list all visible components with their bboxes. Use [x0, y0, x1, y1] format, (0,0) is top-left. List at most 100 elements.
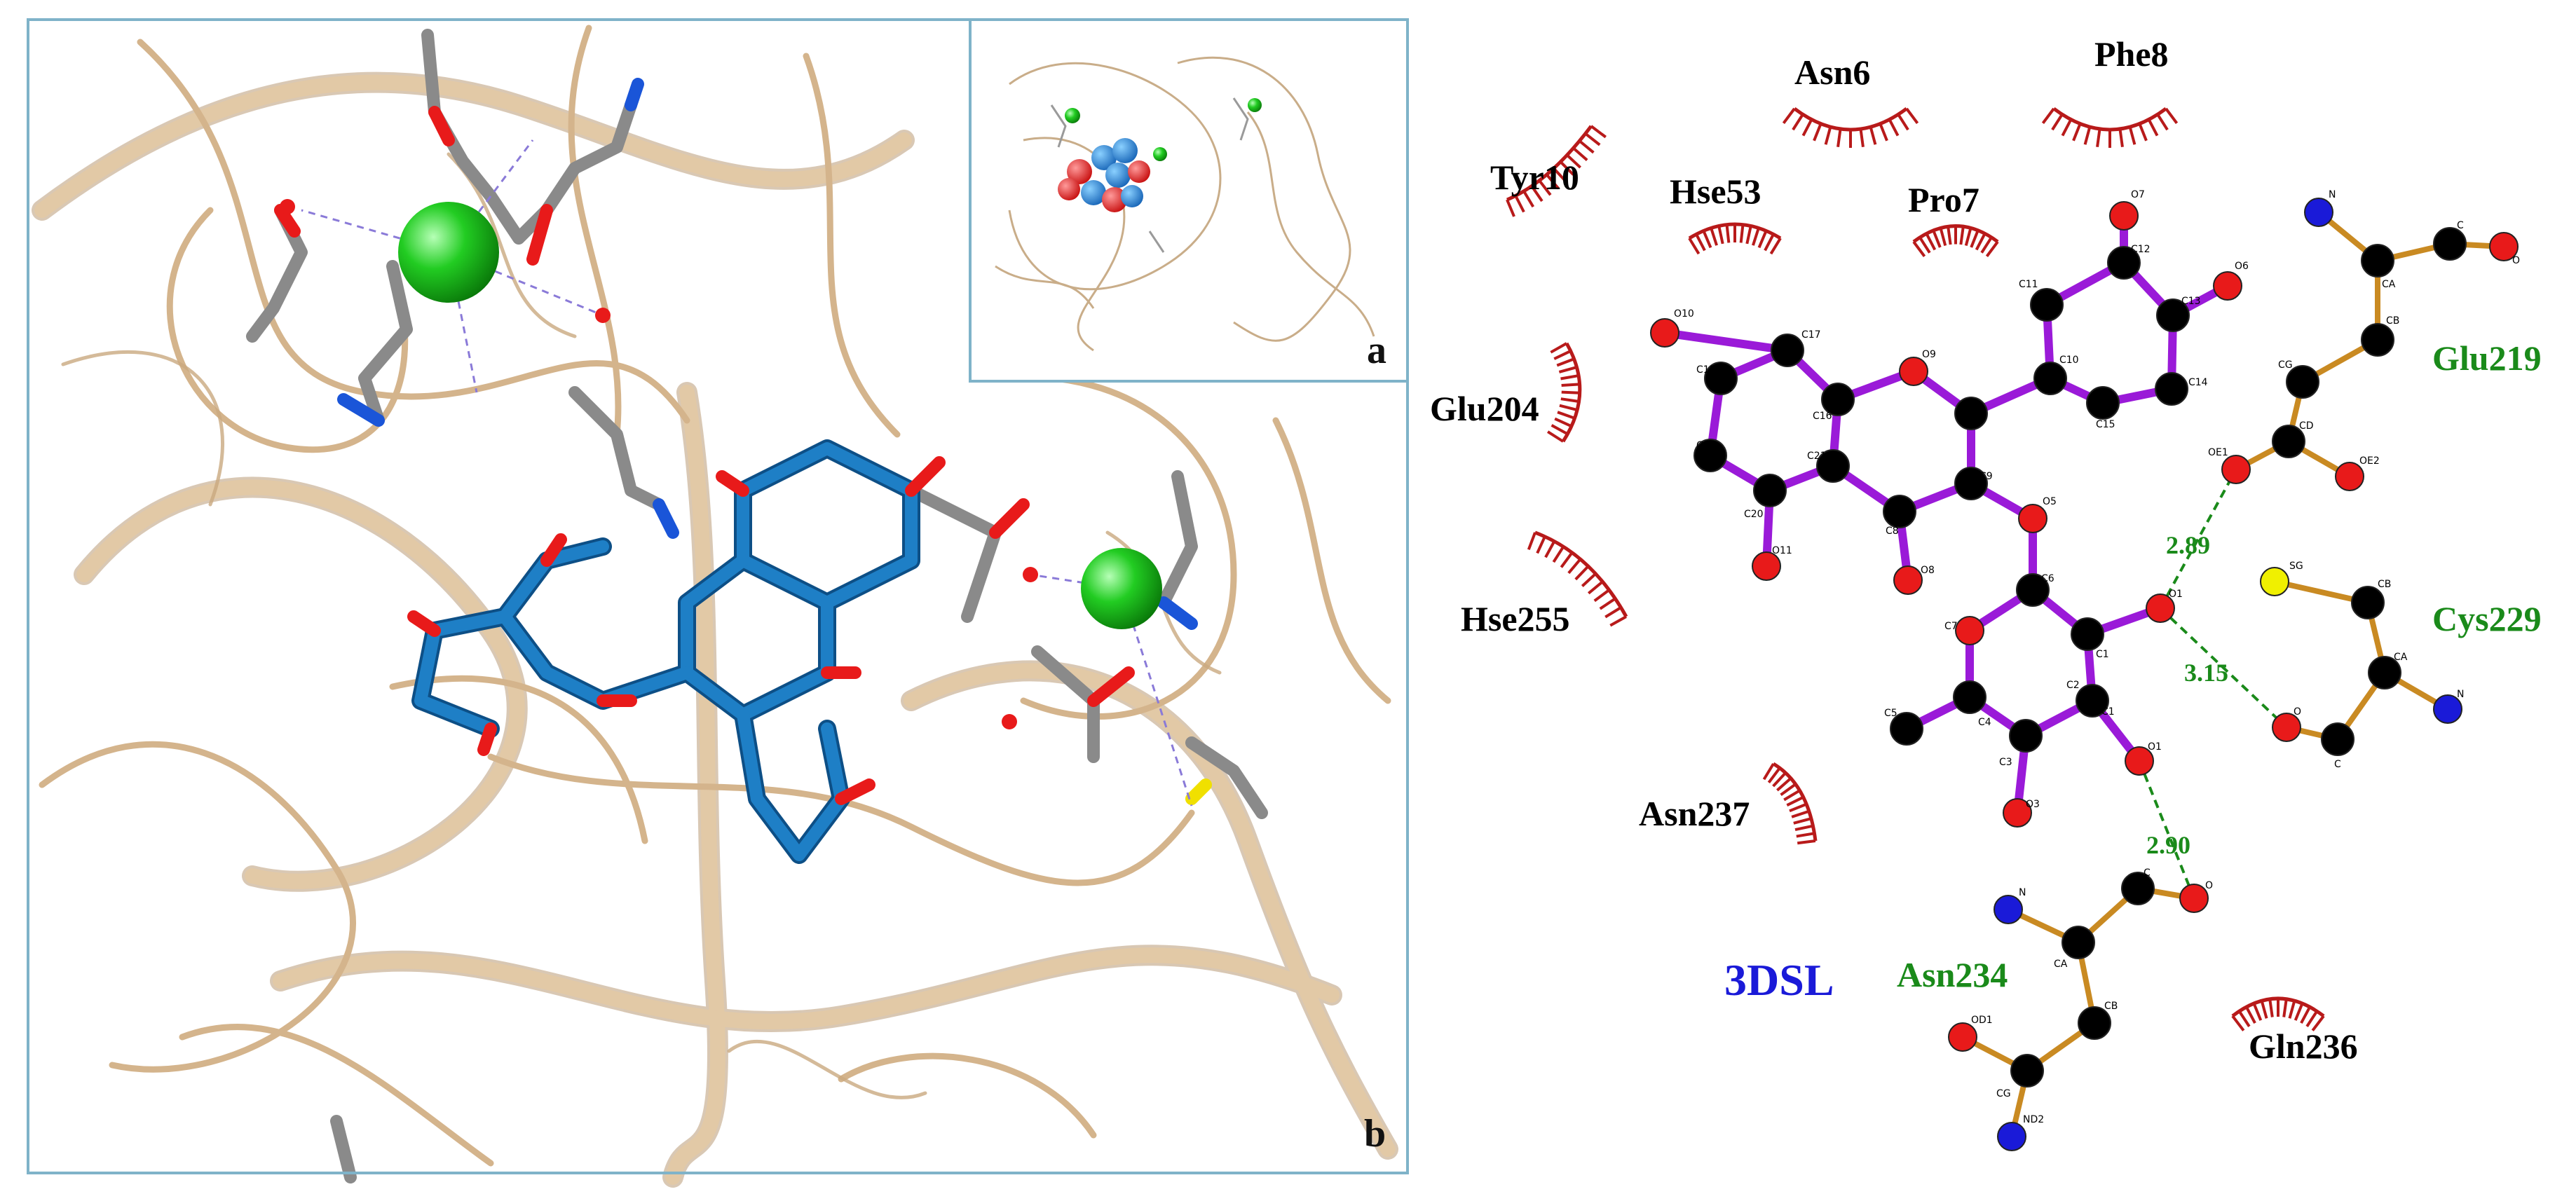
hydrophobic-spoke — [2118, 128, 2124, 148]
hydrophobic-spoke — [2072, 123, 2082, 142]
hydrophobic-spoke — [1550, 342, 1567, 354]
atom-label: O11 — [1772, 545, 1792, 556]
hydrophobic-spoke — [1919, 236, 1931, 254]
atom-label: O — [2294, 706, 2301, 718]
hydrophobic-spoke — [1546, 173, 1560, 190]
hydrophobic-spoke — [1757, 230, 1768, 249]
hydrophobic-spoke — [1506, 199, 1515, 217]
hydrophobic-spoke — [1702, 230, 1712, 249]
atom-label: O9 — [1922, 349, 1936, 360]
hydrophobic-spoke — [1764, 233, 1775, 252]
hydrophobic-spoke — [1789, 802, 1807, 813]
hydrophobic-spoke — [1599, 597, 1616, 610]
atom-label: CA — [2382, 279, 2396, 290]
hydrophobic-spoke — [2300, 1006, 2311, 1024]
hydrophobic-spoke — [1522, 190, 1535, 208]
hydrophobic-spoke — [1782, 107, 1796, 125]
hydrophobic-spoke — [1547, 430, 1565, 443]
hydrophobic-spoke — [1553, 350, 1572, 360]
residue-label: Hse255 — [1461, 599, 1570, 638]
hydrophobic-spoke — [1536, 535, 1546, 554]
atom-label: C3 — [1999, 757, 2012, 768]
atom-label: O — [2205, 880, 2213, 891]
hydrophobic-spoke — [1824, 126, 1832, 145]
hydrophobic-spoke — [1769, 237, 1782, 255]
hydrophobic-spoke — [2083, 126, 2092, 145]
atom-label: C1 — [2101, 706, 2115, 718]
residue-label: Glu219 — [2432, 338, 2542, 378]
residue-label: Asn234 — [1897, 955, 2008, 994]
atom-label: C — [2144, 867, 2151, 879]
atom-label: O1 — [2169, 589, 2183, 600]
inset-overview: a — [969, 18, 1409, 383]
protein-ribbon — [32, 25, 1405, 1188]
hydrophobic-spoke — [1560, 397, 1579, 403]
hydrophobic-spoke — [1574, 565, 1590, 581]
hydrophobic-spoke — [2156, 114, 2169, 131]
hydrophobic-spoke — [1783, 789, 1801, 802]
hydrophobic-spoke — [1710, 227, 1718, 246]
hydrophobic-spoke — [1558, 366, 1577, 373]
panel-letter-a: a — [1367, 329, 1386, 372]
hydrophobic-spoke — [1567, 558, 1582, 575]
hydrophobic-spoke — [1579, 139, 1595, 154]
hydrophobic-spoke — [1932, 230, 1942, 248]
hydrophobic-spoke — [1772, 771, 1787, 788]
hbond-distance: 2.90 — [2146, 831, 2190, 859]
hydrophobic-spoke — [1939, 227, 1947, 247]
hydrophobic-spoke — [1556, 357, 1575, 367]
hydrophobic-spoke — [1970, 230, 1979, 248]
hydrophobic-spoke — [1560, 374, 1579, 380]
hydrophobic-spoke — [1752, 227, 1760, 246]
atom-label: C — [2334, 759, 2341, 770]
hydrophobic-spoke — [1561, 390, 1580, 394]
hydrophobic-spoke — [2288, 1000, 2296, 1019]
residue-label: Glu204 — [1430, 389, 1539, 428]
hydrophobic-spoke — [1985, 240, 1999, 258]
inset-sticks — [1050, 97, 1249, 253]
hydrophobic-spoke — [1590, 125, 1607, 139]
hydrophobic-spoke — [2165, 107, 2179, 125]
water-molecule — [1002, 714, 1017, 729]
inset-ribbon — [995, 56, 1375, 352]
hydrophobic-spoke — [1604, 606, 1622, 619]
hydrophobic-spoke — [1859, 128, 1865, 148]
hydrophobic-spoke — [1869, 126, 1877, 145]
hydrophobic-spoke — [1745, 226, 1752, 245]
hydrophobic-spoke — [1561, 383, 1580, 387]
atom-label: CG — [1996, 1088, 2011, 1099]
inset-ligand-spheres — [1058, 138, 1150, 212]
hydrophobic-spoke — [1947, 226, 1952, 245]
atom-label: OE1 — [2208, 447, 2228, 458]
atom-label: CB — [2104, 1001, 2118, 1012]
calcium-ion — [398, 202, 499, 303]
atom-label: ND2 — [2023, 1114, 2044, 1125]
structure-3d-view: a b — [27, 18, 1409, 1188]
atom-label: C5 — [1884, 708, 1897, 719]
hydrophobic-contacts — [1506, 107, 2325, 1031]
hydrophobic-spoke — [1836, 128, 1842, 148]
atom-label: C13 — [2181, 296, 2201, 307]
residue-label: Tyr10 — [1490, 158, 1579, 197]
hydrophobic-spoke — [1559, 160, 1575, 176]
atom-label: C16 — [1813, 411, 1832, 422]
panel-letter-b: b — [1364, 1112, 1386, 1155]
hydrophobic-spoke — [1793, 817, 1812, 825]
atom-label: O7 — [2131, 189, 2145, 200]
hydrophobic-spoke — [1572, 146, 1588, 161]
hydrophobic-spoke — [1538, 179, 1552, 196]
hydrophobic-spoke — [1794, 824, 1813, 832]
water-molecule — [280, 199, 295, 214]
hydrophobic-spoke — [2252, 1003, 2263, 1021]
hydrophobic-spoke — [1566, 153, 1581, 169]
atom-label: C15 — [2096, 419, 2115, 430]
pdb-id-label: 3DSL — [1724, 955, 1834, 1005]
hbond-distance: 2.89 — [2166, 531, 2210, 559]
hydrophobic-spoke — [1925, 233, 1937, 251]
hydrophobic-spoke — [1762, 762, 1775, 781]
hydrophobic-spoke — [1552, 546, 1565, 563]
atom-label: CD — [2299, 420, 2314, 432]
hydrophobic-spoke — [1767, 767, 1781, 784]
atom-label: O10 — [1674, 308, 1694, 320]
atom-label: C2 — [2066, 680, 2080, 691]
